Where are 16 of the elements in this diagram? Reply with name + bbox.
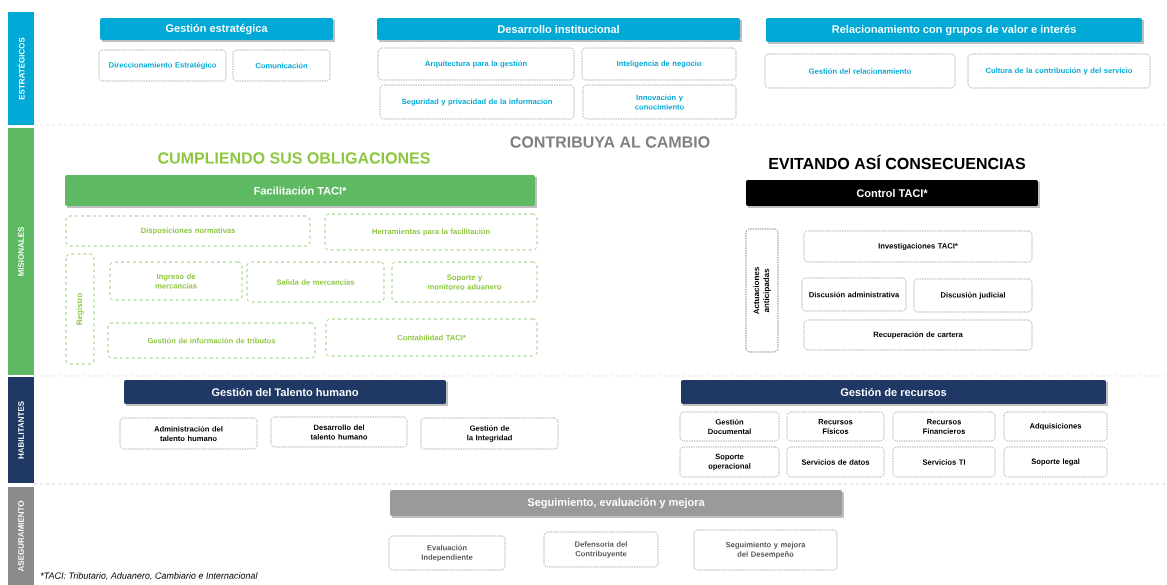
header-bar: Gestión estratégica [100,18,333,40]
category-band: ASEGURAMIENTO [8,487,34,585]
big-heading: CUMPLIENDO SUS OBLIGACIONES [158,152,430,164]
header-bar: Desarrollo institucional [377,18,740,40]
header-bar: Relacionamiento con grupos de valor e interés [766,18,1142,42]
process-box: Registro [65,253,95,365]
category-band: MISIONALES [8,128,34,375]
category-band: ESTRATÉGICOS [8,12,34,125]
category-band: HABILITANTES [8,377,34,483]
big-heading: CONTRIBUYA AL CAMBIO [510,136,710,148]
header-bar: Gestión del Talento humano [124,380,446,404]
process-box: Actuaciones anticipadas [745,228,779,353]
header-bar: Control TACI* [746,180,1038,206]
header-bar: Seguimiento, evaluación y mejora [390,490,842,516]
header-bar: Facilitación TACI* [65,175,535,206]
header-bar: Gestión de recursos [681,380,1106,404]
